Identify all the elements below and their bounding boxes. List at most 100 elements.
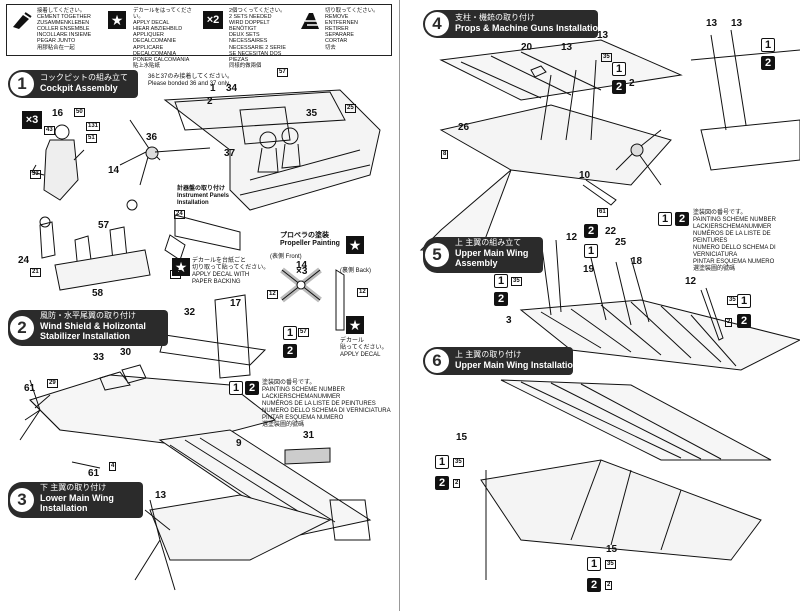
remove-icon <box>301 13 319 29</box>
part-number: 24 <box>170 270 181 279</box>
legend-decal-text: デカールをはってください。 APPLY DECAL HIEAR ABZIEHBI… <box>133 8 192 69</box>
part-number: 15 <box>606 544 618 555</box>
part-number: 35 <box>306 108 318 119</box>
legend-cement: 接着してください。 CEMENT TOGETHER ZUSAMMENKLEBEN… <box>9 7 104 55</box>
legend-decal: ★ デカールをはってください。 APPLY DECAL HIEAR ABZIEH… <box>105 7 200 69</box>
scheme-1-icon: 1 <box>737 294 751 308</box>
scheme-1-icon: 1 <box>229 381 243 395</box>
part-number: 2 <box>629 78 635 89</box>
decal-star-icon: ★ <box>346 236 364 254</box>
step-5-number: 5 <box>425 243 449 267</box>
part-number: 25 <box>345 104 356 113</box>
step-4-header: 4 支柱・機銃の取り付け Props & Machine Guns Instal… <box>423 10 604 38</box>
step-2-header: 2 風防・水平尾翼の取り付け Wind Shield & Holizontal … <box>8 310 168 346</box>
part-number: 25 <box>615 237 627 248</box>
part-number: 2 <box>207 96 213 107</box>
step-5-title-ja: 上 主翼の組み立て <box>455 238 522 247</box>
scheme-2-icon: 2 <box>283 344 297 358</box>
part-number: 16 <box>52 108 64 119</box>
part-number: 32 <box>184 307 196 318</box>
scheme-2-icon: 2 <box>612 80 626 94</box>
scheme-2-icon: 2 <box>761 56 775 70</box>
step-2-number: 2 <box>10 316 34 340</box>
part-number: 35 <box>511 277 522 286</box>
scheme-2-icon: 2 <box>245 381 259 395</box>
part-number: 1 <box>210 83 216 94</box>
part-number: 58 <box>92 288 104 299</box>
part-number: 12 <box>267 290 278 299</box>
step-3-title-ja: 下 主翼の取り付け <box>40 483 107 492</box>
part-number: 2 <box>725 318 733 327</box>
scheme-1-icon: 1 <box>283 326 297 340</box>
part-number: 61 <box>88 468 100 479</box>
scheme-1-icon: 1 <box>584 244 598 258</box>
part-number: 13 <box>731 18 743 29</box>
right-assembly-drawings <box>419 29 800 580</box>
part-number: 13 <box>706 18 718 29</box>
propeller-front-label: (表側 Front) <box>270 254 302 260</box>
times-three-badge: ×3 <box>22 111 42 129</box>
step-6-title-ja: 上 主翼の取り付け <box>455 350 522 359</box>
step-5-title-en: Upper Main Wing <box>455 248 529 258</box>
part-number: 10 <box>579 170 591 181</box>
scheme-1-icon: 1 <box>612 62 626 76</box>
paper-backing-note: デカールを台紙ごと 切り取って貼ってください。 APPLY DECAL WITH… <box>192 258 270 285</box>
part-number: 13 <box>597 30 609 41</box>
part-number: 2 <box>453 479 461 488</box>
part-number: 13 <box>561 42 573 53</box>
part-number: 24 <box>18 255 30 266</box>
step-3-number: 3 <box>10 488 34 512</box>
step-6-header: 6 上 主翼の取り付け Upper Main Wing Installation <box>423 347 578 375</box>
part-number: 61 <box>24 383 36 394</box>
part-number: 19 <box>583 264 595 275</box>
part-number: 12 <box>566 232 578 243</box>
step-2-title-en-2: Stabilizer Installation <box>40 331 131 341</box>
part-number: 22 <box>605 226 617 237</box>
step-1-title-ja: コックピットの組み立て <box>40 73 128 82</box>
propeller-painting-en: Propeller Painting <box>280 240 340 247</box>
step-4-number: 4 <box>425 12 449 36</box>
part-number: 61 <box>597 208 608 217</box>
scheme-1-icon: 1 <box>761 38 775 52</box>
part-number: 13 <box>155 490 167 501</box>
step-5-header: 5 上 主翼の組み立て Upper Main Wing Assembly <box>423 237 543 273</box>
scheme-2-icon: 2 <box>584 224 598 238</box>
part-number: 51 <box>86 134 97 143</box>
bonded-note: 36と37のみ接着してください。 Please bonded 36 and 37… <box>148 74 233 87</box>
step-1-header: 1 コックピットの組み立て Cockpit Assembly <box>8 70 138 98</box>
legend-remove: 切り取ってください。 REMOVE ENTFERNEN RETIRER SEPA… <box>297 7 392 55</box>
step-2-title-en: Wind Shield & Holizontal <box>40 321 146 331</box>
part-number: 26 <box>458 122 470 133</box>
x2-icon: ×2 <box>203 11 223 29</box>
scheme-2-icon: 2 <box>494 292 508 306</box>
part-number: 12 <box>357 288 368 297</box>
scheme-2-icon: 2 <box>675 212 689 226</box>
step-1-title-en: Cockpit Assembly <box>40 83 118 93</box>
part-number: 3 <box>506 315 512 326</box>
step-2-title-ja: 風防・水平尾翼の取り付け <box>40 311 136 320</box>
symbol-legend: 接着してください。 CEMENT TOGETHER ZUSAMMENKLEBEN… <box>6 4 392 69</box>
instrument-panel-note: 計器盤の取り付け Instrument Panels Installation <box>177 186 230 206</box>
legend-remove-text: 切り取ってください。 REMOVE ENTFERNEN RETIRER SEPA… <box>325 8 379 51</box>
part-number: 35 <box>605 560 616 569</box>
part-number: 21 <box>30 268 41 277</box>
step-4-title-en: Props & Machine Guns Installation <box>455 23 604 33</box>
part-number: 57 <box>298 328 309 337</box>
part-number: 12 <box>685 276 697 287</box>
propeller-painting-ja: プロペラの塗装 <box>280 232 329 239</box>
cement-icon <box>13 12 32 29</box>
part-number: 35 <box>727 296 738 305</box>
decal-star-icon: ★ <box>346 316 364 334</box>
part-number: 30 <box>120 347 132 358</box>
left-assembly-drawings <box>19 89 381 591</box>
part-number: 20 <box>521 42 533 53</box>
scheme-number-note: 塗装図の番号です。 PAINTING SCHEME NUMBER LACKIER… <box>262 380 391 428</box>
scheme-1-icon: 1 <box>435 455 449 469</box>
part-number: 57 <box>277 68 288 77</box>
scheme-1-icon: 1 <box>494 274 508 288</box>
instruction-page-left: 接着してください。 CEMENT TOGETHER ZUSAMMENKLEBEN… <box>6 0 400 611</box>
step-1-number: 1 <box>10 72 34 96</box>
scheme-2-icon: 2 <box>435 476 449 490</box>
part-number: 35 <box>453 458 464 467</box>
step-3-title-en-2: Installation <box>40 503 88 513</box>
